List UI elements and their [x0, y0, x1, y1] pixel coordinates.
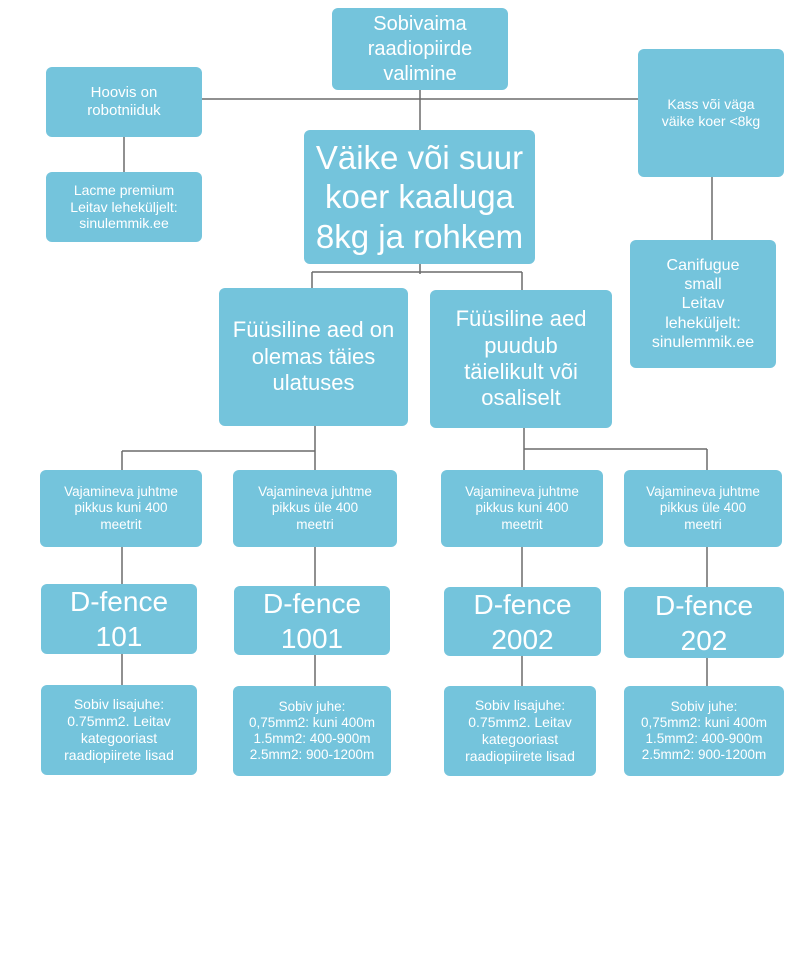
right-result-node: Canifugue small Leitav lehekülјelt: sinu…	[630, 240, 776, 368]
branch-3-wire-node: Sobiv lisajuhe: 0.75mm2. Leitav kategoor…	[444, 686, 596, 776]
branch-3-length-node: Vajamineva juhtme pikkus kuni 400 meetri…	[441, 470, 603, 547]
branch-3-product-label: D-fence 2002	[473, 588, 572, 655]
root-node: Sobivaima raadiopiirde valimine	[332, 8, 508, 90]
right-option-label: Kass või väga väike koer <8kg	[661, 96, 761, 129]
fence-full-node: Füüsiline aed on olemas täies ulatuses	[219, 288, 408, 426]
left-result-label: Lacme premium Leitav lehekülјelt: sinule…	[70, 181, 178, 232]
branch-4-product-label: D-fence 202	[654, 589, 754, 656]
fence-partial-node: Füüsiline aed puudub täielikult või osal…	[430, 290, 612, 428]
branch-2-wire-label: Sobiv juhe: 0,75mm2: kuni 400m 1.5mm2: 4…	[248, 698, 376, 763]
branch-2-wire-node: Sobiv juhe: 0,75mm2: kuni 400m 1.5mm2: 4…	[233, 686, 391, 776]
branch-2-product-node: D-fence 1001	[234, 586, 390, 655]
branch-1-product-node: D-fence 101	[41, 584, 197, 654]
branch-3-wire-label: Sobiv lisajuhe: 0.75mm2. Leitav kategoor…	[465, 697, 575, 764]
branch-3-length-label: Vajamineva juhtme pikkus kuni 400 meetri…	[465, 484, 579, 532]
branch-1-length-label: Vajamineva juhtme pikkus kuni 400 meetri…	[64, 484, 178, 532]
branch-1-product-label: D-fence 101	[69, 586, 169, 652]
branch-4-length-label: Vajamineva juhtme pikkus üle 400 meetri	[646, 484, 760, 532]
right-option-node: Kass või väga väike koer <8kg	[638, 49, 784, 177]
left-result-node: Lacme premium Leitav lehekülјelt: sinule…	[46, 172, 202, 242]
branch-4-wire-label: Sobiv juhe: 0,75mm2: kuni 400m 1.5mm2: 4…	[640, 698, 768, 763]
branch-1-wire-node: Sobiv lisajuhe: 0.75mm2. Leitav kategoor…	[41, 685, 197, 775]
branch-4-product-node: D-fence 202	[624, 587, 784, 658]
branch-2-length-label: Vajamineva juhtme pikkus üle 400 meetri	[258, 484, 372, 532]
center-option-node: Väike või suur koer kaaluga 8kg ja rohke…	[304, 130, 535, 264]
branch-1-wire-label: Sobiv lisajuhe: 0.75mm2. Leitav kategoor…	[64, 696, 174, 763]
branch-4-length-node: Vajamineva juhtme pikkus üle 400 meetri	[624, 470, 782, 547]
branch-1-length-node: Vajamineva juhtme pikkus kuni 400 meetri…	[40, 470, 202, 547]
root-node-label: Sobivaima raadiopiirde valimine	[367, 12, 473, 85]
branch-2-length-node: Vajamineva juhtme pikkus üle 400 meetri	[233, 470, 397, 547]
branch-2-product-label: D-fence 1001	[262, 587, 362, 654]
left-option-label: Hoovis on robotniiduk	[87, 84, 161, 119]
right-result-label: Canifugue small Leitav lehekülјelt: sinu…	[651, 257, 755, 351]
fence-partial-label: Füüsiline aed puudub täielikult või osal…	[455, 306, 587, 411]
left-option-node: Hoovis on robotniiduk	[46, 67, 202, 137]
branch-3-product-node: D-fence 2002	[444, 587, 601, 656]
branch-4-wire-node: Sobiv juhe: 0,75mm2: kuni 400m 1.5mm2: 4…	[624, 686, 784, 776]
fence-full-label: Füüsiline aed on olemas täies ulatuses	[232, 317, 395, 396]
center-option-label: Väike või suur koer kaaluga 8kg ja rohke…	[315, 138, 524, 255]
